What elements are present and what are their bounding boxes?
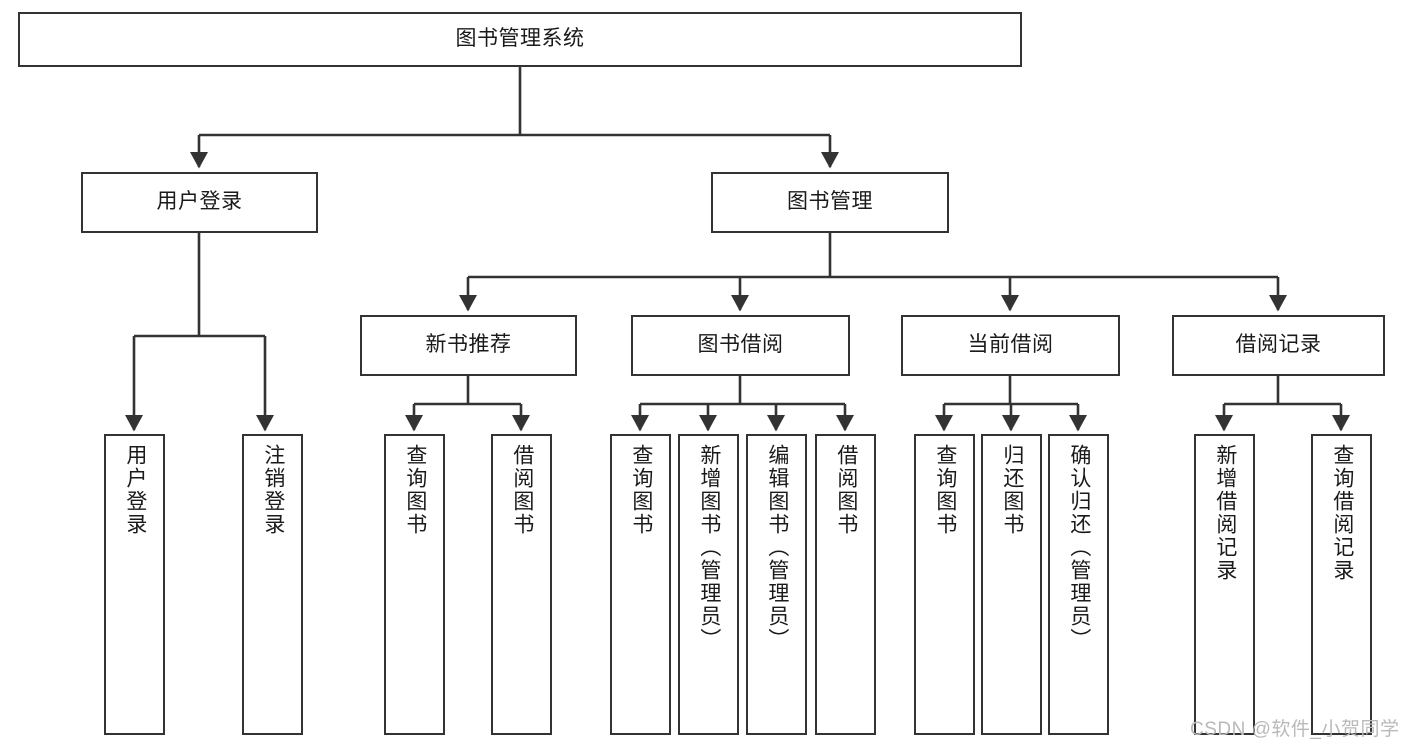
node-leaf-user-login-label: 用户登录	[123, 444, 147, 536]
node-leaf-confirm-return-admin[interactable]: 确认归还（管理员）	[1048, 434, 1109, 735]
node-book-manage-label: 图书管理	[787, 190, 873, 214]
node-book-borrow[interactable]: 图书借阅	[631, 315, 850, 376]
node-borrow-record-label: 借阅记录	[1235, 333, 1322, 357]
node-leaf-query-book-current[interactable]: 查询图书	[914, 434, 975, 735]
node-leaf-user-login[interactable]: 用户登录	[104, 434, 165, 735]
node-borrow-record[interactable]: 借阅记录	[1172, 315, 1385, 376]
node-leaf-add-borrow-record[interactable]: 新增借阅记录	[1194, 434, 1255, 735]
node-leaf-query-book-borrow[interactable]: 查询图书	[610, 434, 671, 735]
node-leaf-edit-book-admin[interactable]: 编辑图书（管理员）	[746, 434, 807, 735]
node-leaf-query-borrow-record-label: 查询借阅记录	[1330, 444, 1354, 582]
node-leaf-return-book[interactable]: 归还图书	[981, 434, 1042, 735]
node-book-manage[interactable]: 图书管理	[711, 172, 949, 233]
node-leaf-borrow-book-recommend-label: 借阅图书	[510, 444, 534, 536]
node-leaf-query-book-borrow-label: 查询图书	[629, 444, 653, 536]
node-root-label: 图书管理系统	[455, 27, 585, 51]
node-new-book-recommend-label: 新书推荐	[425, 333, 512, 357]
csdn-watermark: CSDN @软件_小贺同学	[1190, 714, 1399, 741]
node-leaf-borrow-book[interactable]: 借阅图书	[815, 434, 876, 735]
node-new-book-recommend[interactable]: 新书推荐	[360, 315, 577, 376]
node-leaf-logout[interactable]: 注销登录	[242, 434, 303, 735]
node-leaf-add-borrow-record-label: 新增借阅记录	[1213, 444, 1237, 582]
node-leaf-borrow-book-recommend[interactable]: 借阅图书	[491, 434, 552, 735]
node-leaf-borrow-book-label: 借阅图书	[834, 444, 858, 536]
node-leaf-query-borrow-record[interactable]: 查询借阅记录	[1311, 434, 1372, 735]
node-current-borrow-label: 当前借阅	[967, 333, 1054, 357]
node-leaf-add-book-admin[interactable]: 新增图书（管理员）	[678, 434, 739, 735]
node-user-login-label: 用户登录	[156, 190, 243, 214]
node-leaf-confirm-return-admin-label: 确认归还（管理员）	[1067, 444, 1091, 651]
node-book-borrow-label: 图书借阅	[697, 333, 784, 357]
node-leaf-query-book-recommend-label: 查询图书	[403, 444, 427, 536]
node-leaf-edit-book-admin-label: 编辑图书（管理员）	[765, 444, 789, 651]
node-leaf-add-book-admin-label: 新增图书（管理员）	[697, 444, 721, 651]
node-leaf-query-book-current-label: 查询图书	[933, 444, 957, 536]
node-user-login[interactable]: 用户登录	[81, 172, 318, 233]
node-root[interactable]: 图书管理系统	[18, 12, 1022, 67]
csdn-watermark-text: CSDN @软件_小贺同学	[1190, 719, 1400, 740]
node-leaf-logout-label: 注销登录	[261, 444, 285, 536]
node-leaf-return-book-label: 归还图书	[1000, 444, 1024, 536]
node-leaf-query-book-recommend[interactable]: 查询图书	[384, 434, 445, 735]
node-current-borrow[interactable]: 当前借阅	[901, 315, 1120, 376]
